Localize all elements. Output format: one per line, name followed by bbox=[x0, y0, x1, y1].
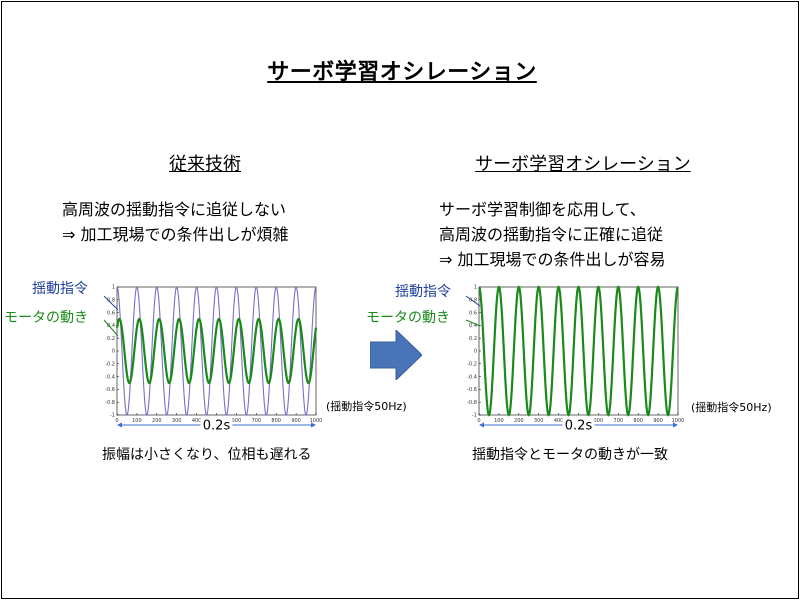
y-tick-label: -0.8 bbox=[105, 400, 115, 406]
right-arrow-icon bbox=[370, 330, 422, 380]
slide-title: サーボ学習オシレーション bbox=[267, 60, 537, 85]
right-description-line: 高周波の揺動指令に正確に追従 bbox=[439, 225, 664, 244]
x-tick-label: 800 bbox=[271, 418, 281, 424]
y-tick-label: 0.4 bbox=[469, 323, 477, 329]
x-tick-label: 900 bbox=[653, 418, 663, 424]
motor-series-line bbox=[115, 317, 318, 385]
right-frequency-note: (揺動指令50Hz) bbox=[691, 401, 772, 414]
span-label-bg bbox=[200, 418, 233, 432]
y-tick-label: 0.4 bbox=[107, 323, 115, 329]
x-tick-label: 700 bbox=[252, 418, 262, 424]
span-label-bg bbox=[562, 418, 595, 432]
span-arrowhead-left bbox=[479, 422, 484, 428]
command-pointer bbox=[465, 295, 481, 307]
left-legend-motor: モータの動き bbox=[4, 310, 88, 326]
right-caption: 揺動指令とモータの動きが一致 bbox=[472, 447, 668, 463]
y-tick-label: -0.4 bbox=[467, 374, 477, 380]
span-label: 0.2s bbox=[565, 419, 593, 434]
y-tick-label: 0.2 bbox=[469, 336, 477, 342]
right-heading: サーボ学習オシレーション bbox=[475, 154, 691, 175]
x-tick-label: 400 bbox=[192, 418, 202, 424]
motor-series-line bbox=[478, 285, 679, 417]
y-tick-label: -0.8 bbox=[467, 400, 477, 406]
y-tick-label: 0.6 bbox=[107, 310, 115, 316]
right-description-line: ⇒ 加工現場での条件出しが容易 bbox=[439, 250, 666, 269]
left-heading: 従来技術 bbox=[169, 154, 241, 175]
right-description-line: サーボ学習制御を応用して、 bbox=[439, 200, 646, 219]
command-pointer bbox=[103, 295, 119, 311]
y-tick-label: -1 bbox=[472, 413, 477, 419]
right-legend-motor: モータの動き bbox=[366, 310, 450, 326]
x-tick-label: 600 bbox=[594, 418, 604, 424]
left-description-line: ⇒ 加工現場での条件出しが煩雑 bbox=[62, 225, 289, 244]
left-frequency-note: (揺動指令50Hz) bbox=[326, 400, 407, 413]
x-tick-label: 400 bbox=[554, 418, 564, 424]
y-tick-label: 0.6 bbox=[469, 310, 477, 316]
left-legend-command: 揺動指令 bbox=[32, 281, 88, 297]
x-tick-label: 600 bbox=[232, 418, 242, 424]
left-description: 高周波の揺動指令に追従しない ⇒ 加工現場での条件出しが煩雑 bbox=[62, 197, 289, 247]
span-arrowhead-right bbox=[673, 422, 678, 428]
y-tick-label: -0.2 bbox=[467, 362, 477, 368]
right-description: サーボ学習制御を応用して、 高周波の揺動指令に正確に追従 ⇒ 加工現場での条件出… bbox=[439, 197, 666, 272]
x-tick-label: 1000 bbox=[310, 418, 323, 424]
y-tick-label: 0.2 bbox=[107, 336, 115, 342]
y-tick-label: -0.6 bbox=[467, 387, 477, 393]
x-tick-label: 300 bbox=[172, 418, 182, 424]
x-tick-label: 900 bbox=[291, 418, 301, 424]
x-tick-label: 1000 bbox=[672, 418, 685, 424]
plot-frame bbox=[116, 286, 317, 416]
y-tick-label: -0.2 bbox=[105, 362, 115, 368]
right-chart: 10.80.60.40.20-0.2-0.4-0.6-0.8-101002003… bbox=[465, 285, 685, 434]
left-caption: 振幅は小さくなり、位相も遅れる bbox=[102, 447, 312, 463]
left-description-line: 高周波の揺動指令に追従しない bbox=[62, 200, 287, 219]
x-tick-label: 100 bbox=[132, 418, 142, 424]
y-tick-label: 0.8 bbox=[107, 298, 115, 304]
motor-pointer bbox=[465, 319, 481, 327]
x-tick-label: 800 bbox=[633, 418, 643, 424]
x-tick-label: 100 bbox=[494, 418, 504, 424]
x-tick-label: 700 bbox=[614, 418, 624, 424]
x-tick-label: 200 bbox=[514, 418, 524, 424]
x-tick-label: 200 bbox=[152, 418, 162, 424]
right-legend-command: 揺動指令 bbox=[395, 284, 451, 300]
y-tick-label: -0.6 bbox=[105, 387, 115, 393]
span-arrowhead-right bbox=[311, 422, 316, 428]
span-arrowhead-left bbox=[117, 422, 122, 428]
y-tick-label: 0 bbox=[474, 349, 477, 355]
y-tick-label: -0.4 bbox=[105, 374, 115, 380]
x-tick-label: 0 bbox=[477, 418, 480, 424]
y-tick-label: 1 bbox=[112, 285, 115, 291]
plot-frame bbox=[478, 286, 679, 416]
motor-pointer bbox=[103, 319, 119, 337]
span-label: 0.2s bbox=[203, 419, 231, 434]
y-tick-label: -1 bbox=[110, 413, 115, 419]
x-tick-label: 0 bbox=[115, 418, 118, 424]
x-tick-label: 300 bbox=[534, 418, 544, 424]
y-tick-label: 1 bbox=[474, 285, 477, 291]
y-tick-label: 0 bbox=[112, 349, 115, 355]
